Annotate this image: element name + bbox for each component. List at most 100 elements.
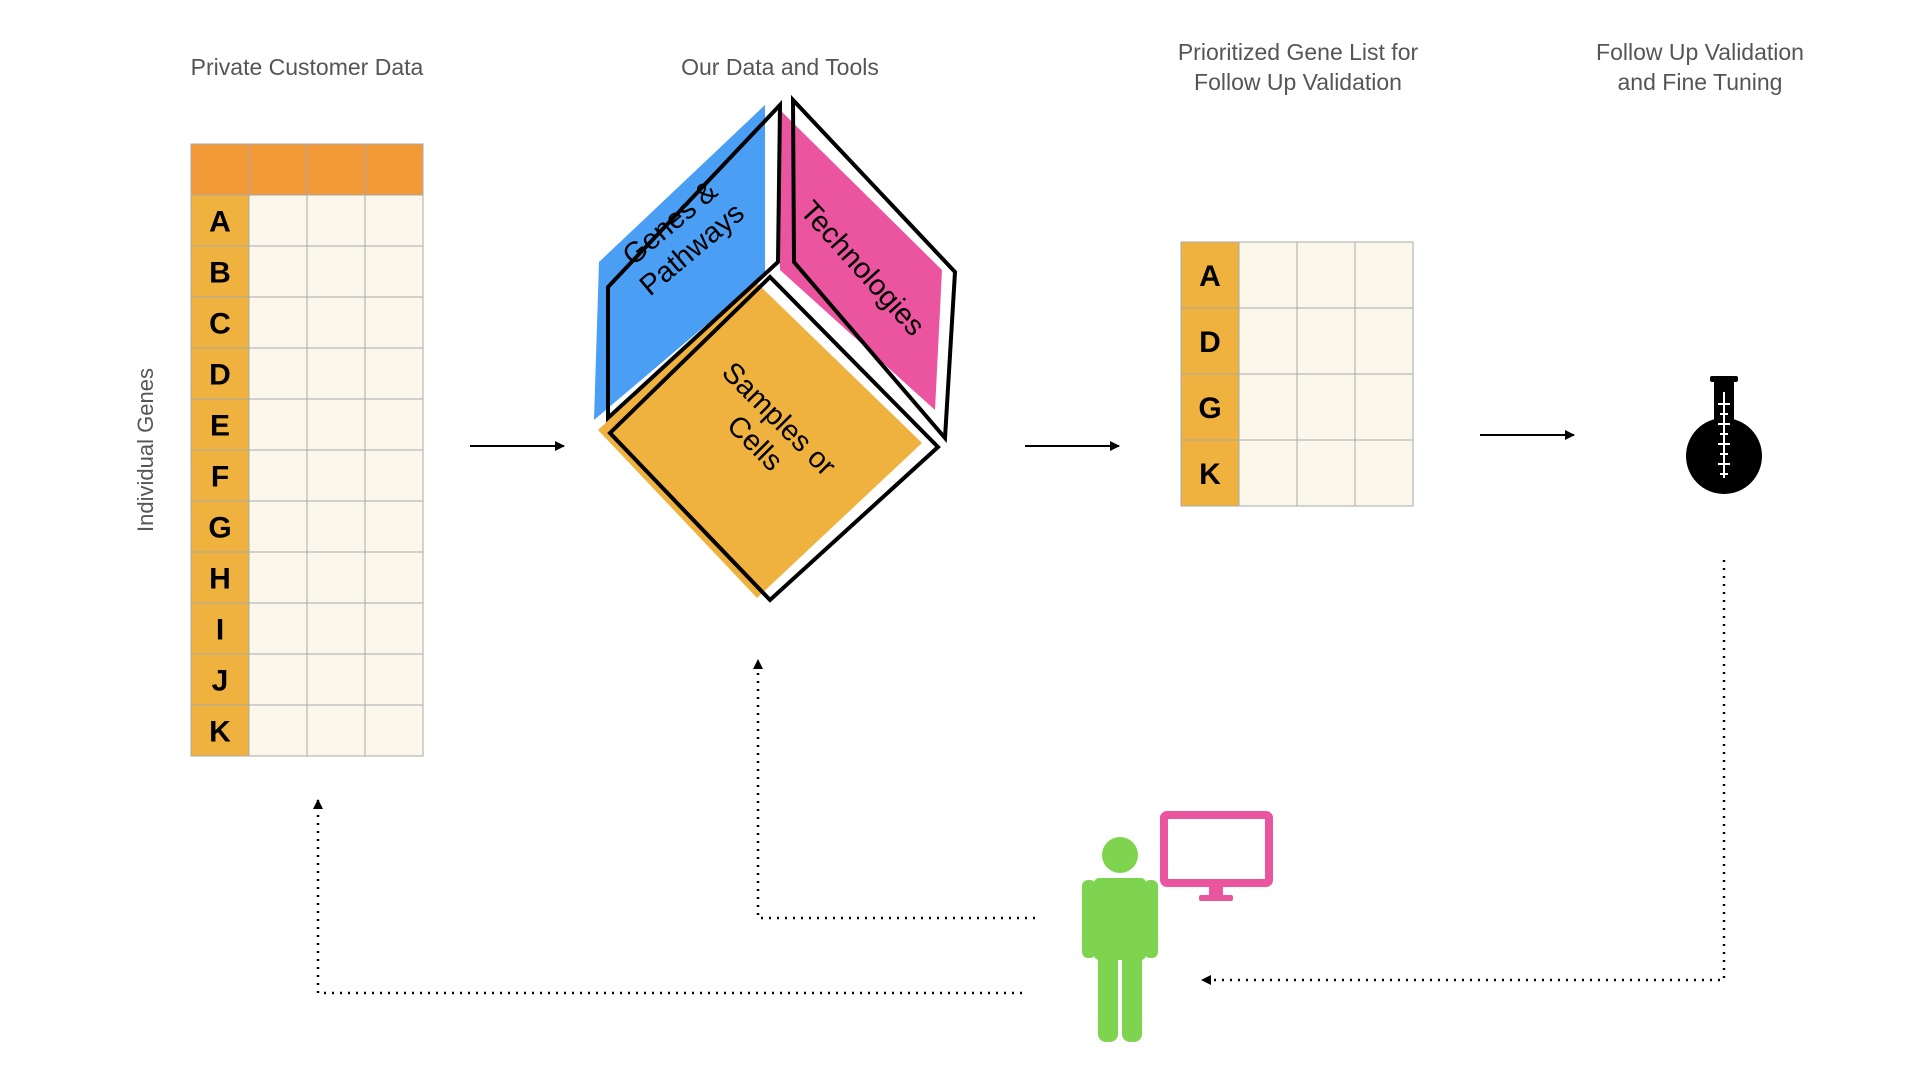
gene-cell	[190, 449, 250, 502]
data-cell	[364, 602, 424, 655]
table-row: C	[190, 296, 424, 349]
flask-icon	[1686, 376, 1762, 494]
data-cell	[1354, 373, 1414, 441]
table-row: A	[1180, 241, 1414, 309]
heading-private-customer-data: Private Customer Data	[191, 54, 424, 80]
table-header-cell	[306, 143, 366, 196]
table-row: B	[190, 245, 424, 298]
gene-label: B	[209, 257, 231, 290]
data-cell	[364, 500, 424, 553]
gene-label: A	[1199, 260, 1221, 293]
gene-cell	[1180, 241, 1240, 309]
feedback-person-to-tools	[753, 659, 1035, 920]
cube-face-samples-cells	[598, 283, 922, 598]
table-row: K	[1180, 439, 1414, 507]
monitor-icon	[1160, 811, 1273, 901]
data-cell	[364, 551, 424, 604]
data-cell	[306, 653, 366, 706]
gene-cell	[190, 551, 250, 604]
data-cell	[306, 398, 366, 451]
heading-our-data-and-tools: Our Data and Tools	[681, 54, 879, 80]
data-cell	[248, 347, 308, 400]
table-row: F	[190, 449, 424, 502]
gene-cell	[1180, 373, 1240, 441]
data-cell	[248, 653, 308, 706]
gene-label: I	[216, 614, 224, 647]
data-cell	[306, 194, 366, 247]
data-cell	[248, 449, 308, 502]
data-cell	[1238, 307, 1298, 375]
table-row: H	[190, 551, 424, 604]
data-cell	[248, 551, 308, 604]
gene-label: J	[212, 665, 229, 698]
feedback-person-to-data	[313, 799, 1022, 995]
gene-label: H	[209, 563, 231, 596]
gene-label: D	[1199, 326, 1221, 359]
gene-label: E	[210, 410, 230, 443]
gene-cell	[190, 245, 250, 298]
data-cell	[1354, 307, 1414, 375]
gene-cell	[190, 296, 250, 349]
table-row: J	[190, 653, 424, 706]
person-icon	[1082, 837, 1158, 1042]
data-cell	[306, 449, 366, 502]
table-row: G	[1180, 373, 1414, 441]
table-header-cell	[364, 143, 424, 196]
data-cell	[1296, 241, 1356, 309]
data-cell	[364, 449, 424, 502]
heading-prioritized-gene-list-line2: Follow Up Validation	[1194, 69, 1402, 95]
data-cell	[364, 194, 424, 247]
data-tools-cube: Genes & Pathways Technologies Samples or…	[594, 94, 958, 603]
cube-outline-samples-cells	[607, 274, 941, 603]
data-cell	[306, 347, 366, 400]
heading-follow-up-line2: and Fine Tuning	[1618, 69, 1783, 95]
data-cell	[248, 704, 308, 757]
table-row: E	[190, 398, 424, 451]
data-cell	[364, 296, 424, 349]
data-cell	[1238, 439, 1298, 507]
individual-genes-label: Individual Genes	[133, 368, 158, 532]
data-cell	[306, 500, 366, 553]
cube-outline-genes-pathways	[606, 99, 783, 423]
gene-label: D	[209, 359, 231, 392]
cube-face-technologies	[780, 110, 942, 410]
table-row: G	[190, 500, 424, 553]
gene-label: G	[208, 512, 231, 545]
cube-face-genes-pathways	[594, 105, 765, 420]
data-cell	[364, 245, 424, 298]
data-cell	[1296, 439, 1356, 507]
feedback-validation-to-person	[1201, 560, 1726, 985]
gene-label: K	[209, 716, 231, 749]
gene-label: A	[209, 206, 231, 239]
data-cell	[1296, 373, 1356, 441]
table-row: K	[190, 704, 424, 757]
heading-prioritized-gene-list-line1: Prioritized Gene List for	[1178, 39, 1419, 65]
gene-label: F	[211, 461, 229, 494]
table-row: D	[1180, 307, 1414, 375]
data-cell	[248, 296, 308, 349]
gene-label: G	[1198, 392, 1221, 425]
data-cell	[248, 602, 308, 655]
data-cell	[306, 245, 366, 298]
data-cell	[1238, 241, 1298, 309]
cube-outline-technologies	[790, 94, 958, 444]
data-cell	[1238, 373, 1298, 441]
data-cell	[248, 500, 308, 553]
table-header-cell	[248, 143, 308, 196]
data-cell	[306, 704, 366, 757]
gene-label: K	[1199, 458, 1221, 491]
data-cell	[364, 704, 424, 757]
gene-label: C	[209, 308, 231, 341]
table-row: D	[190, 347, 424, 400]
data-cell	[1354, 241, 1414, 309]
data-cell	[248, 194, 308, 247]
data-cell	[248, 245, 308, 298]
data-cell	[306, 296, 366, 349]
data-cell	[364, 347, 424, 400]
table-header-cell	[190, 143, 250, 196]
heading-follow-up-line1: Follow Up Validation	[1596, 39, 1804, 65]
table-row: I	[190, 602, 424, 655]
